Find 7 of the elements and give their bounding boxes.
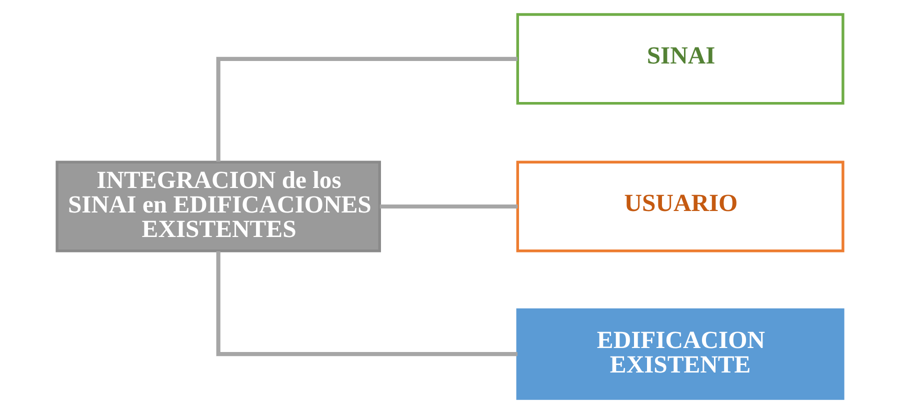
node-box: USUARIO	[516, 160, 844, 252]
connector	[216, 250, 517, 356]
node-box: SINAI	[516, 12, 844, 104]
connector	[216, 56, 517, 162]
node-box: EDIFICACION EXISTENTE	[516, 308, 844, 400]
connector	[379, 204, 518, 208]
node-box: INTEGRACION de los SINAI en EDIFICACIONES EXISTENTES	[55, 160, 380, 252]
